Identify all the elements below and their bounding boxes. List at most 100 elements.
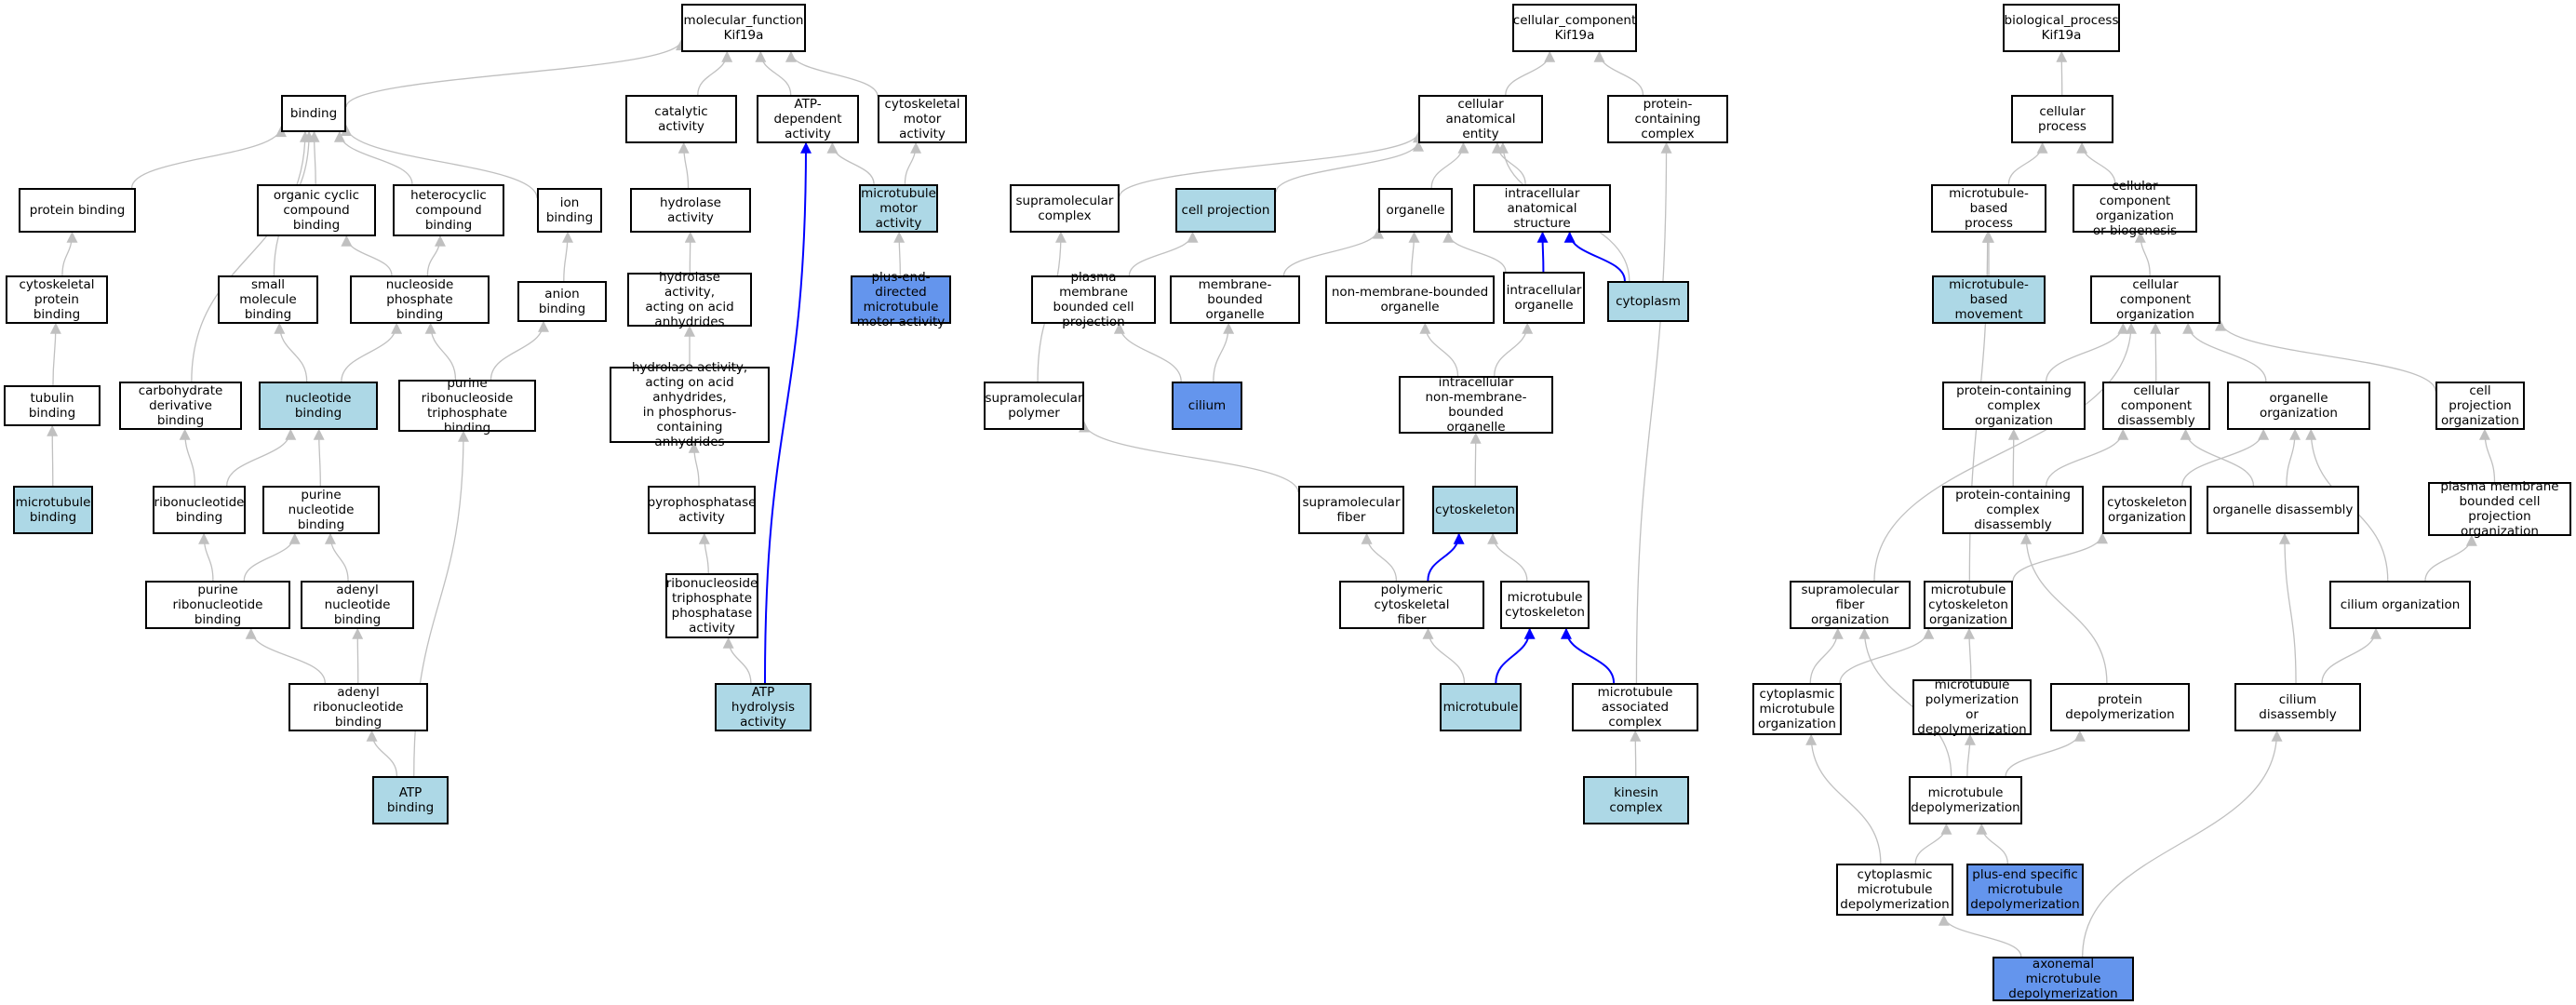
edge-supramol-fiber-org-to-cc-org [1873, 322, 2137, 582]
node-supramol-fiber-org[interactable]: supramolecular fiber organization [1790, 581, 1911, 629]
node-atp-hydro[interactable]: ATP hydrolysis activity [715, 683, 812, 731]
node-bp-root[interactable]: biological_process Kif19a [2003, 4, 2120, 52]
node-atp-dep[interactable]: ATP-dependent activity [757, 95, 859, 143]
node-intracell-anat[interactable]: intracellular anatomical structure [1473, 184, 1611, 233]
node-small-mol[interactable]: small molecule binding [218, 275, 318, 324]
node-membrane-bounded[interactable]: membrane-bounded organelle [1170, 275, 1300, 324]
node-prot-complex-dis[interactable]: protein-containing complex disassembly [1942, 486, 2084, 534]
node-non-membrane[interactable]: non-membrane-bounded organelle [1325, 275, 1495, 324]
node-carb[interactable]: carbohydrate derivative binding [119, 382, 242, 430]
node-cell-anat[interactable]: cellular anatomical entity [1418, 95, 1543, 143]
node-cc-org[interactable]: cellular component organization [2090, 275, 2220, 324]
node-mt-cyto-org[interactable]: microtubule cytoskeleton organization [1924, 581, 2013, 629]
node-atp-binding[interactable]: ATP binding [372, 776, 449, 824]
node-prot-complex-org[interactable]: protein-containing complex organization [1942, 382, 2086, 430]
edge-cilium-dis-to-organelle-dis [2278, 532, 2297, 684]
edge-mt-assoc-complex-to-mt-cytoskeleton [1560, 627, 1616, 684]
node-cyto-motor[interactable]: cytoskeletal motor activity [878, 95, 967, 143]
node-purine-ribonuc[interactable]: purine ribonucleotide binding [145, 581, 290, 629]
node-intracell-org[interactable]: intracellular organelle [1503, 272, 1585, 324]
node-nucleotide[interactable]: nucleotide binding [259, 382, 378, 430]
node-supramol-fiber[interactable]: supramolecular fiber [1298, 486, 1404, 534]
node-cytoplasm[interactable]: cytoplasm [1607, 281, 1689, 322]
node-ribonucleotide[interactable]: ribonucleotide binding [153, 486, 246, 534]
node-adenyl-nuc[interactable]: adenyl nucleotide binding [301, 581, 414, 629]
node-hydro-phos[interactable]: hydrolase activity, acting on acid anhyd… [610, 360, 770, 449]
node-cell-process[interactable]: cellular process [2011, 95, 2113, 143]
node-adenyl-ribo[interactable]: adenyl ribonucleotide binding [288, 683, 428, 731]
edge-mt-motor-to-cyto-motor [904, 141, 922, 185]
node-organelle-dis[interactable]: organelle disassembly [2207, 486, 2359, 534]
node-organelle[interactable]: organelle [1378, 188, 1453, 233]
node-tubulin[interactable]: tubulin binding [4, 385, 101, 426]
node-pm-bounded-proj[interactable]: plasma membrane bounded cell projection [1031, 270, 1156, 329]
edge-protein-binding-to-binding [130, 126, 287, 189]
edge-cilium-dis-to-cilium-org [2321, 627, 2381, 684]
edge-mt-depoly-to-prot-depoly [2005, 730, 2086, 777]
node-poly-cyto-fiber[interactable]: polymeric cytoskeletal fiber [1339, 581, 1484, 629]
edge-mt-binding-to-tubulin [47, 424, 59, 487]
node-axo-mt-depoly[interactable]: axonemal microtubule depolymerization [1992, 957, 2134, 1001]
node-cytoskeleton-org[interactable]: cytoskeleton organization [2102, 486, 2192, 534]
edge-cc-org-to-cc-org-bio [2134, 231, 2151, 276]
node-cyto-prot-binding[interactable]: cytoskeletal protein binding [6, 275, 108, 324]
edge-ribo-tp-phos-to-pyrophos [698, 532, 710, 574]
edge-catalytic-to-mf-root [697, 50, 733, 96]
node-cilium[interactable]: cilium [1172, 382, 1242, 430]
node-mt-motor[interactable]: microtubule motor activity [859, 184, 938, 233]
node-cc-org-bio[interactable]: cellular component organization or bioge… [2073, 179, 2197, 238]
node-protein-binding[interactable]: protein binding [19, 188, 136, 233]
node-mt-movement[interactable]: microtubule-based movement [1932, 275, 2046, 324]
node-nucphos[interactable]: nucleoside phosphate binding [350, 275, 490, 324]
node-mt-binding[interactable]: microtubule binding [13, 486, 93, 534]
node-intracell-nonmem[interactable]: intracellular non-membrane-bounded organ… [1399, 375, 1553, 435]
node-org-cyclic[interactable]: organic cyclic compound binding [257, 184, 376, 236]
node-pm-proj-org[interactable]: plasma membrane bounded cell projection … [2428, 479, 2571, 539]
node-ribo-tp-phos[interactable]: ribonucleoside triphosphate phosphatase … [665, 573, 758, 638]
edge-cilium-to-pm-bounded-proj [1113, 322, 1182, 382]
node-cell-proj[interactable]: cell projection [1175, 188, 1276, 233]
edge-poly-cyto-fiber-to-cytoskeleton [1427, 532, 1465, 582]
node-cilium-org[interactable]: cilium organization [2329, 581, 2471, 629]
node-purine-nuc[interactable]: purine nucleotide binding [262, 486, 380, 534]
node-mt-cytoskeleton[interactable]: microtubule cytoskeleton [1500, 581, 1590, 629]
edge-axo-mt-depoly-to-cilium-dis [2082, 730, 2283, 958]
node-hetero[interactable]: heterocyclic compound binding [393, 184, 504, 236]
node-microtubule[interactable]: microtubule [1440, 683, 1522, 731]
node-catalytic[interactable]: catalytic activity [625, 95, 737, 143]
node-cytoskeleton[interactable]: cytoskeleton [1432, 486, 1518, 534]
edge-mt-depoly-to-supramol-fiber-org [1858, 627, 1952, 777]
edge-cc-org-bio-to-cell-process [2076, 141, 2116, 185]
node-kinesin[interactable]: kinesin complex [1583, 776, 1689, 824]
node-mt-process[interactable]: microtubule-based process [1931, 184, 2046, 233]
node-cyto-mt-org[interactable]: cytoplasmic microtubule organization [1752, 683, 1842, 735]
node-mt-assoc-complex[interactable]: microtubule associated complex [1572, 683, 1698, 731]
node-cilium-dis[interactable]: cilium disassembly [2234, 683, 2361, 731]
edge-prot-complex-dis-to-prot-complex-org [2007, 428, 2019, 487]
node-mf-root[interactable]: molecular_function Kif19a [681, 4, 806, 52]
node-cell-proj-org[interactable]: cell projection organization [2435, 382, 2525, 430]
edge-hetero-to-binding [333, 130, 413, 185]
node-binding[interactable]: binding [281, 95, 346, 132]
edge-atp-binding-to-adenyl-ribo [366, 730, 398, 777]
node-mt-depoly[interactable]: microtubule depolymerization [1909, 776, 2022, 824]
node-pyrophos[interactable]: pyrophosphatase activity [648, 486, 756, 534]
node-organelle-org[interactable]: organelle organization [2227, 382, 2370, 430]
node-purine-ribonucleoside-tp[interactable]: purine ribonucleoside triphosphate bindi… [398, 376, 536, 436]
node-mt-poly-depoly[interactable]: microtubule polymerization or depolymeri… [1912, 677, 2032, 737]
node-anion[interactable]: anion binding [517, 281, 607, 322]
node-prot-depoly[interactable]: protein depolymerization [2050, 683, 2190, 731]
node-plus-motor[interactable]: plus-end-directed microtubule motor acti… [851, 270, 951, 329]
node-ion-binding[interactable]: ion binding [537, 188, 602, 233]
node-hydro-acid[interactable]: hydrolase activity, acting on acid anhyd… [627, 270, 752, 329]
node-supramol-polymer[interactable]: supramolecular polymer [984, 382, 1084, 430]
node-cc-root[interactable]: cellular_component Kif19a [1512, 4, 1637, 52]
node-supramol-complex[interactable]: supramolecular complex [1010, 184, 1120, 233]
edge-anion-to-ion-binding [562, 231, 574, 282]
node-prot-complex[interactable]: protein-containing complex [1607, 95, 1728, 143]
node-cyto-mt-depoly[interactable]: cytoplasmic microtubule depolymerization [1836, 864, 1953, 916]
node-hydrolase[interactable]: hydrolase activity [630, 188, 751, 233]
node-cc-disassembly[interactable]: cellular component disassembly [2102, 382, 2210, 430]
node-plus-end-depoly[interactable]: plus-end specific microtubule depolymeri… [1966, 864, 2084, 916]
edge-mt-cytoskeleton-to-cytoskeleton [1487, 532, 1528, 582]
